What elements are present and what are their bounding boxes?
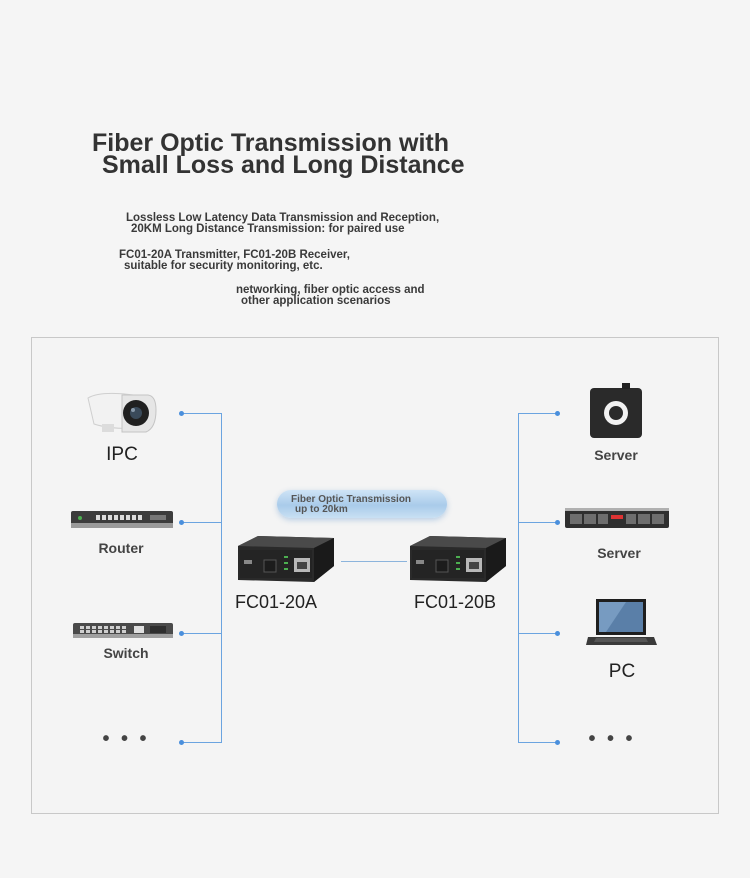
device-label-pc: PC — [608, 661, 636, 682]
media-converter-b-icon — [410, 536, 506, 582]
fiber-link-line — [341, 561, 407, 562]
camera-icon — [87, 392, 157, 433]
connector-dot — [179, 740, 184, 745]
connector-dot — [179, 520, 184, 525]
device-label-switch: Switch — [103, 645, 149, 661]
laptop-icon — [586, 599, 657, 645]
connector-line — [518, 742, 558, 743]
server-rack-icon — [565, 508, 669, 528]
device-label-router: Router — [98, 540, 144, 556]
server-tower-icon — [590, 383, 642, 438]
connector-line — [518, 633, 558, 634]
subtitle-3: networking, fiber optic access and other… — [236, 284, 425, 307]
device-label-server-1: Server — [594, 447, 638, 463]
connector-line — [183, 633, 221, 634]
subtitle-1: Lossless Low Latency Data Transmission a… — [126, 212, 440, 235]
fiber-transmission-badge: Fiber Optic Transmission up to 20km — [277, 490, 447, 518]
connector-line — [183, 742, 221, 743]
switch-icon — [73, 623, 173, 638]
connector-dot — [179, 411, 184, 416]
right-bus-line — [518, 413, 519, 743]
subtitle-2: FC01-20A Transmitter, FC01-20B Receiver,… — [119, 249, 350, 272]
more-icon: • • • — [588, 728, 636, 750]
device-label-server-2: Server — [597, 545, 641, 561]
connector-line — [183, 413, 221, 414]
connector-line — [518, 522, 558, 523]
media-converter-a-icon — [238, 536, 334, 582]
converter-a-label: FC01-20A — [235, 592, 318, 612]
connector-dot — [555, 740, 560, 745]
left-bus-line — [221, 413, 222, 743]
page-title: Fiber Optic Transmission with Small Loss… — [92, 129, 465, 179]
router-icon — [71, 511, 173, 528]
connector-dot — [555, 631, 560, 636]
connector-dot — [179, 631, 184, 636]
connector-line — [518, 413, 558, 414]
connector-dot — [555, 520, 560, 525]
device-label-ipc: IPC — [106, 444, 138, 465]
connector-dot — [555, 411, 560, 416]
more-icon: • • • — [102, 728, 150, 750]
connector-line — [183, 522, 221, 523]
converter-b-label: FC01-20B — [414, 592, 497, 612]
